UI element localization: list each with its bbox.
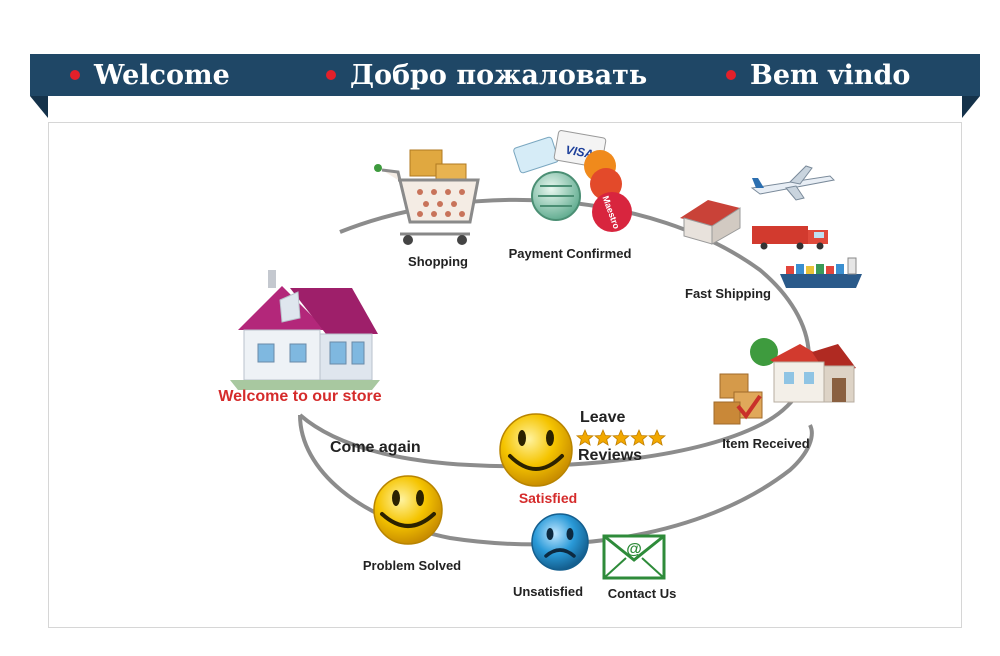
step-label-shopping: Shopping [408,254,468,269]
store-house-icon [230,270,380,390]
five-star-rating-icon [575,428,667,446]
banner-item-portuguese: Bem vindo [726,54,910,96]
banner-fold-right [962,96,980,118]
banner-item-russian: Добро пожаловать [326,54,647,96]
step-label-payment: Payment Confirmed [509,246,632,261]
step-label-received: Item Received [722,436,809,451]
step-label-problem-solved: Problem Solved [363,558,461,573]
truck-icon [752,226,828,250]
mail-envelope-icon: @ [602,534,666,580]
banner-fold-left [30,96,48,118]
banner-item-welcome: Welcome [70,54,230,96]
unsatisfied-sad-face-icon [531,513,589,571]
step-label-unsatisfied: Unsatisfied [513,584,583,599]
problem-solved-smiley-icon [373,475,443,545]
svg-text:@: @ [626,541,642,558]
step-label-satisfied: Satisfied [519,490,577,506]
payment-cards-icon: VISA Maestro [513,130,632,232]
visa-card-label: VISA [564,143,594,162]
step-label-leave: Leave [580,409,625,426]
satisfied-smiley-icon [499,413,573,487]
airplane-icon [750,165,836,201]
shopping-cart-icon [374,149,480,245]
step-label-shipping: Fast Shipping [685,286,771,301]
warehouse-icon [680,200,741,245]
cargo-ship-icon [780,257,862,288]
step-label-reviews: Reviews [578,447,642,464]
step-label-contact: Contact Us [608,586,677,601]
step-label-come-again: Come again [330,439,421,456]
red-bullet-icon [70,70,80,80]
red-bullet-icon [726,70,736,80]
red-bullet-icon [326,70,336,80]
welcome-banner: Welcome Добро пожаловать Bem vindo [30,54,980,96]
step-label-welcome: Welcome to our store [218,388,381,405]
delivered-house-icon [713,338,856,425]
